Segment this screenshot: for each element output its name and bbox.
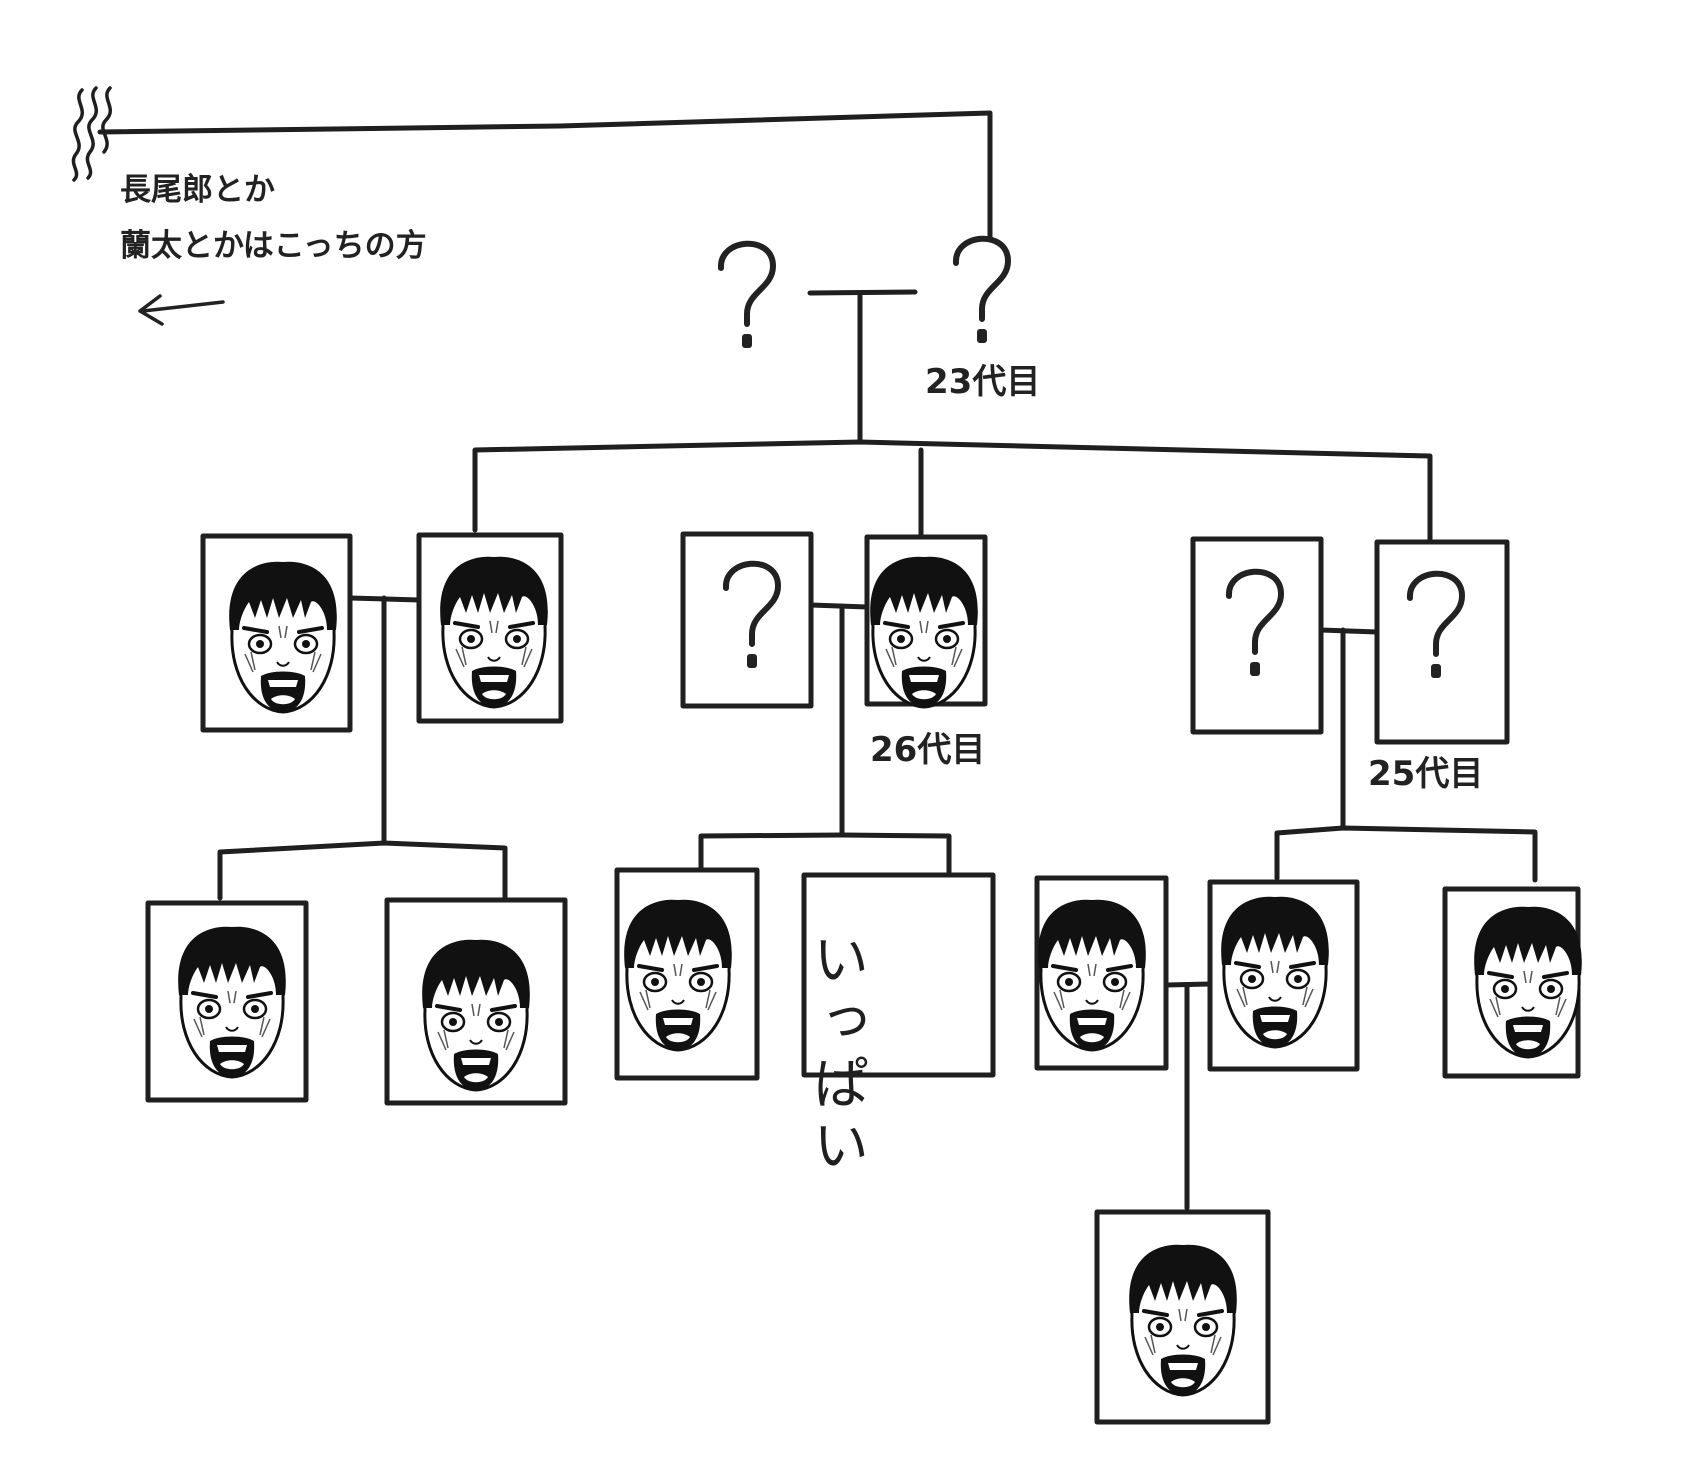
unknown-card-c1	[1190, 536, 1324, 735]
screaming-face-icon	[176, 924, 288, 1079]
screaming-face-icon	[1127, 1242, 1239, 1397]
connector-c-marriage	[1318, 627, 1380, 635]
left-note-line1: 長尾郎とか	[120, 172, 275, 208]
person-card-g1	[1094, 1209, 1271, 1425]
screaming-face-icon	[227, 559, 339, 714]
connector-b-marriage	[808, 602, 870, 610]
person-card-e1	[614, 867, 760, 1081]
connector-children-bar	[472, 439, 1433, 543]
person-card-b2-26th	[864, 534, 988, 709]
unknown-card-b1	[680, 531, 814, 709]
ancestor-23rd-question-icon	[956, 239, 1008, 343]
left-arrow-icon	[138, 294, 225, 326]
many-children-card: いっぱい	[801, 872, 996, 1178]
connector-row-c-children	[1274, 825, 1538, 883]
connector-row-a-children	[217, 840, 508, 901]
connector-row-b-children	[698, 832, 952, 883]
generation-label-25: 25代目	[1368, 754, 1483, 794]
person-card-f3	[1442, 886, 1584, 1079]
person-card-f2	[1207, 879, 1360, 1072]
connector-top-bracket	[97, 110, 993, 243]
screaming-face-icon	[420, 937, 532, 1092]
screaming-face-icon	[438, 554, 550, 709]
screaming-face-icon	[1219, 894, 1331, 1049]
person-card-f1	[1034, 875, 1169, 1071]
screaming-face-icon	[1472, 904, 1584, 1059]
many-children-label: いっぱい	[804, 930, 869, 1178]
ancestor-unknown-left-question-icon	[721, 244, 773, 348]
screaming-face-icon	[622, 897, 734, 1052]
person-card-a2	[416, 532, 564, 724]
left-note-line2: 蘭太とかはこっちの方	[120, 228, 427, 264]
generation-label-23: 23代目	[925, 362, 1040, 402]
screaming-face-icon	[868, 554, 980, 709]
screaming-face-icon	[1036, 897, 1148, 1052]
generation-label-26: 26代目	[870, 730, 985, 770]
connector-23-marriage	[807, 289, 918, 296]
squiggle-marks	[71, 86, 113, 182]
person-card-d1	[145, 900, 309, 1103]
person-card-a1	[200, 533, 353, 733]
person-card-d2	[384, 897, 568, 1106]
unknown-card-c2-25th	[1374, 539, 1510, 745]
